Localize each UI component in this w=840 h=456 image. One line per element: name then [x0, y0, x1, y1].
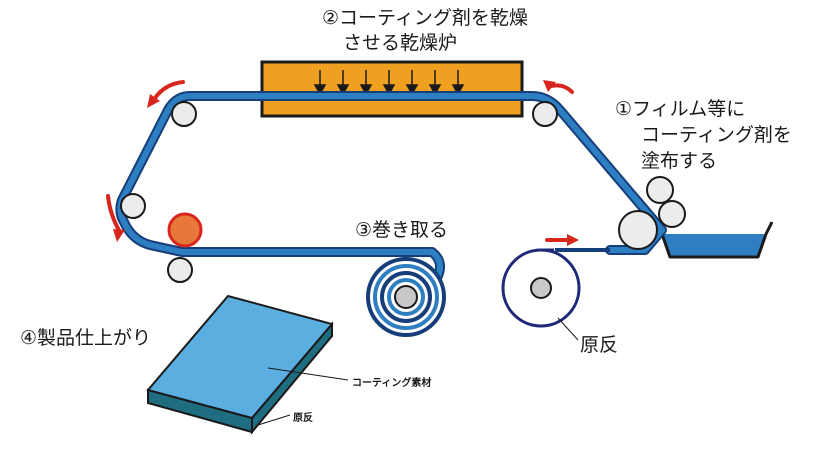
winding-roll	[366, 257, 446, 337]
film-path	[115, 91, 667, 283]
step2-subtitle: させる乾燥炉	[343, 32, 458, 54]
step3-label: ③巻き取る	[355, 219, 449, 241]
step1-line2: コーティング剤を	[641, 124, 792, 146]
direction-arrowhead-icon	[113, 80, 579, 246]
source-roll	[501, 248, 581, 328]
step4-label: ④製品仕上がり	[20, 327, 152, 349]
source-roll-label: 原反	[580, 334, 619, 356]
leader-lines	[257, 317, 579, 426]
product-base-label: 原反	[293, 413, 313, 424]
heated-roller-icon	[167, 212, 203, 248]
step1-line3: 塗布する	[641, 150, 718, 172]
drying-oven	[260, 60, 524, 118]
heat-arrow-icon	[313, 70, 465, 96]
product-sheet	[146, 294, 334, 435]
step2-title: ②コーティング剤を乾燥	[322, 7, 528, 29]
product-coating-label: コーティング素材	[352, 378, 432, 389]
step1-line1: ①フィルム等に	[615, 98, 746, 120]
roller-icon	[120, 101, 686, 283]
